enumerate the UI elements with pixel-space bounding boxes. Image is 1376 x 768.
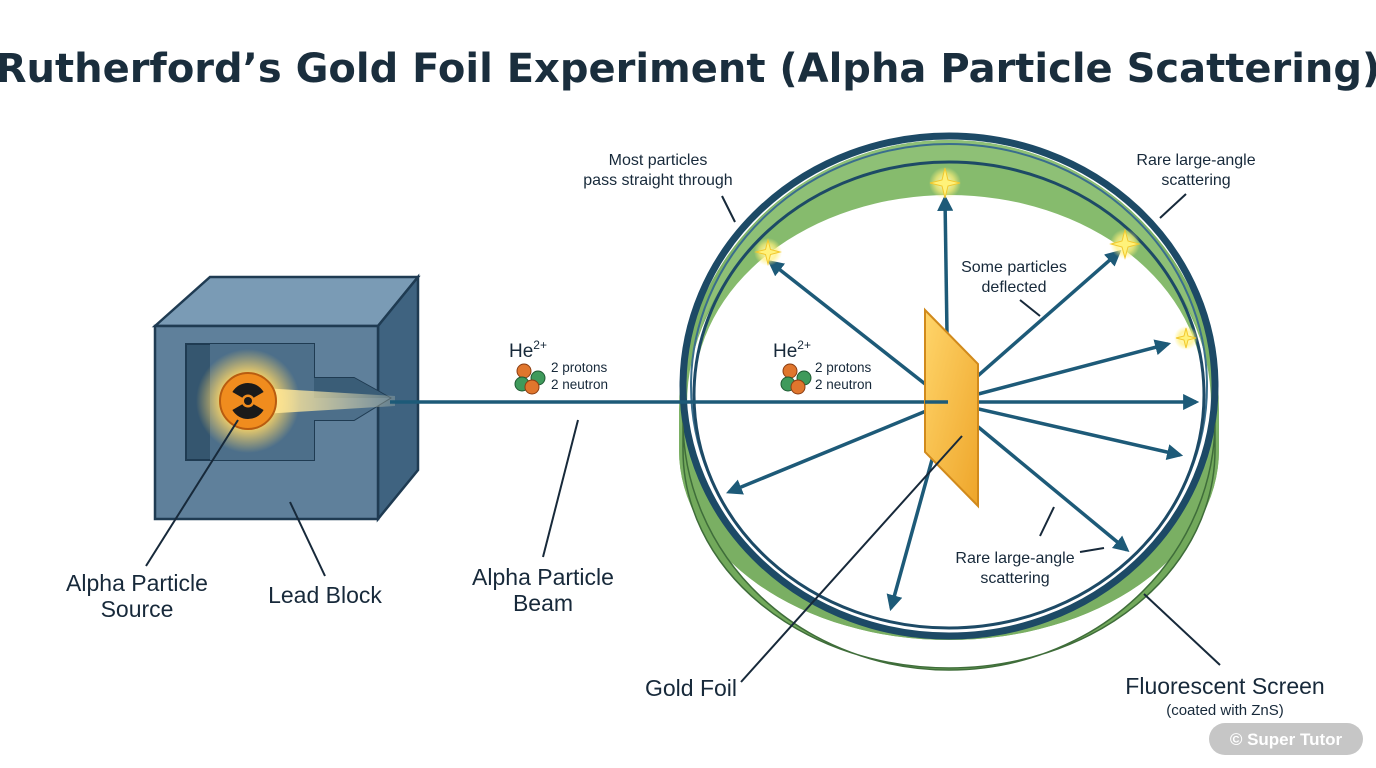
- leader-line: [1079, 547, 1105, 553]
- alpha-source: [196, 349, 395, 453]
- lead-block-label: Lead Block: [268, 582, 382, 608]
- beam-label: Alpha Particle: [472, 564, 614, 590]
- gold-foil: [924, 307, 979, 509]
- gold-foil-label: Gold Foil: [645, 675, 737, 701]
- annotation-rare-top-line2: scattering: [1161, 172, 1230, 189]
- screen-sublabel: (coated with ZnS): [1166, 702, 1284, 719]
- annotation-some: Some particles: [961, 259, 1067, 276]
- annotation-rare-bottom: Rare large-angle: [955, 550, 1074, 567]
- leader-line: [1143, 593, 1221, 666]
- leader-line: [542, 419, 579, 558]
- protons-label: 2 protons: [551, 360, 608, 375]
- leader-line: [145, 419, 239, 567]
- sparkle-icon: [754, 167, 1198, 350]
- arrow: [767, 260, 950, 404]
- helium-nucleus-icon: [780, 363, 812, 395]
- radiation-icon: [232, 383, 264, 420]
- leader-line: [1039, 506, 1055, 537]
- he-symbol: He2+: [509, 338, 547, 362]
- annotation-most-line2: pass straight through: [583, 172, 732, 189]
- he-symbol: He2+: [773, 338, 811, 362]
- annotation-rare-bottom-line2: scattering: [980, 570, 1049, 587]
- neutrons-label: 2 neutron: [815, 377, 872, 392]
- beam-label-line2: Beam: [513, 590, 573, 616]
- watermark-badge: © Super Tutor: [1209, 723, 1363, 755]
- protons-label: 2 protons: [815, 360, 872, 375]
- leader-line: [1019, 299, 1041, 317]
- leader-line: [721, 195, 736, 223]
- arrow: [726, 400, 949, 495]
- helium-nucleus-icon: [514, 363, 546, 395]
- screen-label: Fluorescent Screen: [1125, 673, 1324, 699]
- watermark-text: © Super Tutor: [1230, 730, 1343, 749]
- annotation-rare-top: Rare large-angle: [1136, 152, 1255, 169]
- annotation-most: Most particles: [609, 152, 708, 169]
- arrow: [947, 339, 1172, 404]
- annotation-some-line2: deflected: [982, 279, 1047, 296]
- page-title: Rutherford’s Gold Foil Experiment (Alpha…: [0, 46, 1376, 92]
- source-label-line2: Source: [101, 596, 174, 622]
- source-label: Alpha Particle: [66, 570, 208, 596]
- arrow: [947, 400, 1184, 460]
- leader-line: [289, 501, 326, 577]
- leader-line: [740, 435, 963, 683]
- leader-line: [1159, 193, 1187, 219]
- neutrons-label: 2 neutron: [551, 377, 608, 392]
